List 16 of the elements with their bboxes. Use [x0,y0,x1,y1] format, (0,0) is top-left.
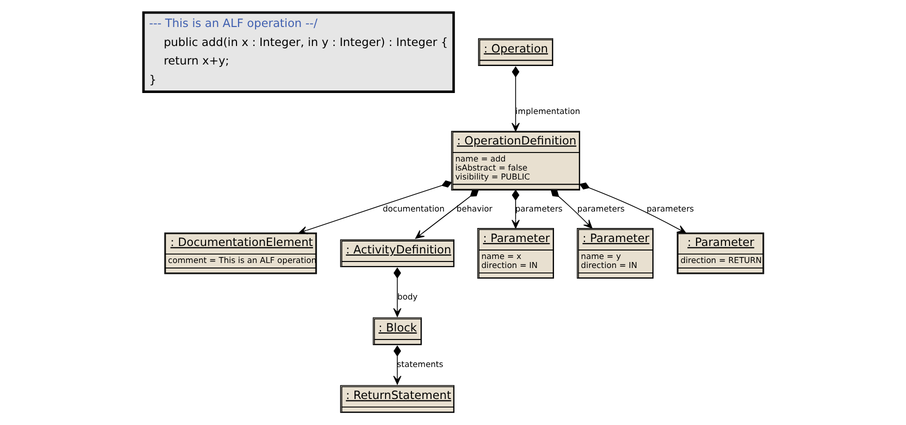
arrow [393,345,402,385]
arrow [298,180,452,234]
edge-label: parameters [515,203,563,214]
arrow [579,182,686,234]
edge-label: parameters [646,203,694,214]
arrow [393,267,402,317]
edge-label: documentation [382,203,445,214]
arrow [512,66,520,132]
edge-label: statements [397,359,444,370]
edge-label: behavior [456,203,492,214]
arrow [550,190,592,229]
edge-label: parameters [577,203,625,214]
edge-label: body [397,291,418,302]
arrow [415,190,479,239]
edge-label: implementation [516,106,580,116]
arrow [512,190,520,229]
